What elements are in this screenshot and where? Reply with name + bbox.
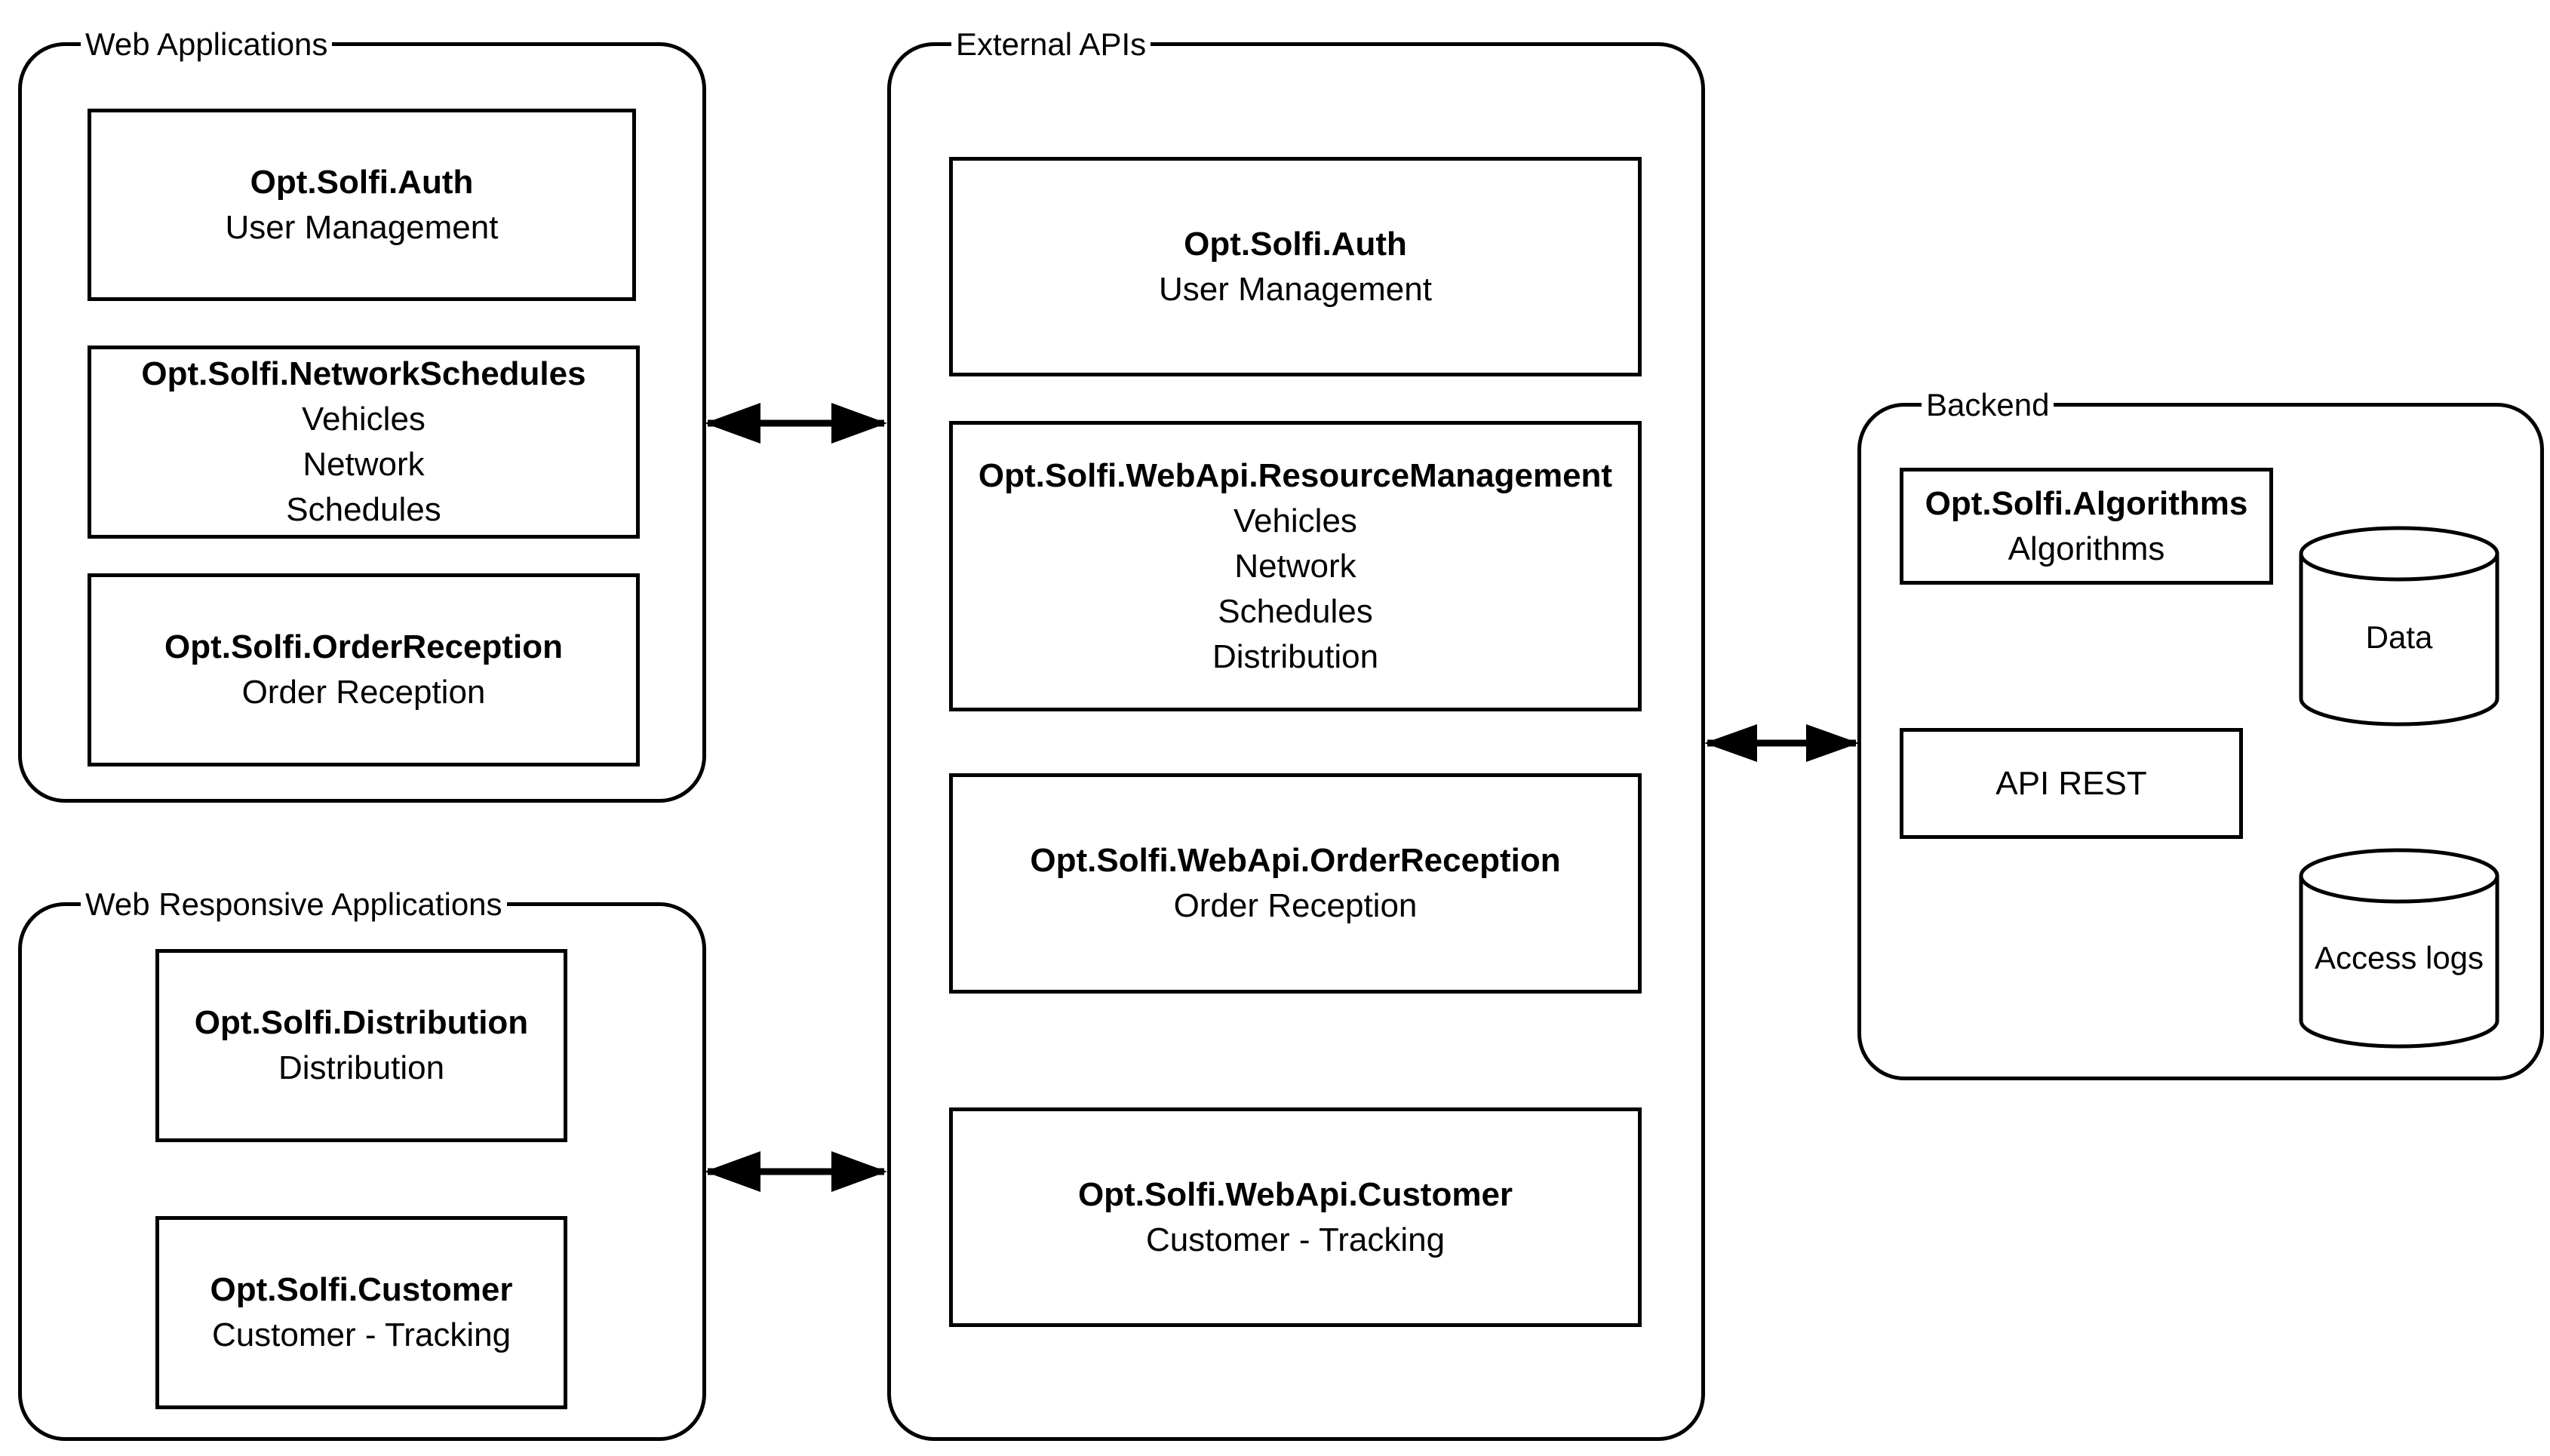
box-line: Schedules bbox=[1218, 592, 1373, 630]
external-api-resource-management-box: Opt.Solfi.WebApi.ResourceManagement Vehi… bbox=[949, 421, 1642, 711]
external-api-auth-box: Opt.Solfi.Auth User Management bbox=[949, 157, 1642, 376]
box-title: Opt.Solfi.Customer bbox=[210, 1271, 513, 1308]
box-title: Opt.Solfi.Auth bbox=[250, 163, 474, 201]
box-line: Distribution bbox=[1212, 637, 1379, 675]
box-line: User Management bbox=[225, 208, 499, 246]
backend-api-rest-box: API REST bbox=[1900, 728, 2243, 839]
group-label-backend: Backend bbox=[1922, 386, 2054, 424]
box-line: Distribution bbox=[278, 1049, 445, 1086]
box-title: Opt.Solfi.Distribution bbox=[194, 1004, 529, 1041]
arrow-webapps-externalapis bbox=[705, 403, 887, 444]
box-line: Vehicles bbox=[1234, 502, 1357, 539]
web-app-order-reception-box: Opt.Solfi.OrderReception Order Reception bbox=[88, 573, 640, 766]
external-api-order-reception-box: Opt.Solfi.WebApi.OrderReception Order Re… bbox=[949, 773, 1642, 994]
data-store-label: Data bbox=[2365, 619, 2433, 655]
arrow-webresponsive-externalapis bbox=[705, 1151, 887, 1192]
box-line: User Management bbox=[1159, 270, 1432, 308]
box-title: Opt.Solfi.OrderReception bbox=[164, 628, 564, 665]
box-line: Network bbox=[303, 446, 425, 483]
web-responsive-distribution-box: Opt.Solfi.Distribution Distribution bbox=[155, 949, 567, 1142]
box-title: Opt.Solfi.Algorithms bbox=[1925, 484, 2248, 522]
web-responsive-customer-box: Opt.Solfi.Customer Customer - Tracking bbox=[155, 1216, 567, 1409]
box-title: Opt.Solfi.WebApi.ResourceManagement bbox=[978, 456, 1613, 494]
box-line: Schedules bbox=[286, 491, 441, 528]
box-title: Opt.Solfi.WebApi.OrderReception bbox=[1030, 842, 1561, 879]
box-line: Network bbox=[1234, 547, 1356, 585]
arrow-externalapis-backend bbox=[1704, 724, 1859, 762]
web-app-network-schedules-box: Opt.Solfi.NetworkSchedules Vehicles Netw… bbox=[88, 346, 640, 539]
box-title: Opt.Solfi.Auth bbox=[1184, 225, 1407, 263]
box-title: Opt.Solfi.NetworkSchedules bbox=[141, 355, 586, 392]
group-label-external-apis: External APIs bbox=[951, 26, 1151, 63]
box-line: Customer - Tracking bbox=[1145, 1221, 1446, 1258]
box-line: Vehicles bbox=[302, 401, 426, 438]
web-app-auth-box: Opt.Solfi.Auth User Management bbox=[88, 109, 636, 301]
backend-algorithms-box: Opt.Solfi.Algorithms Algorithms bbox=[1900, 468, 2273, 585]
group-label-web-applications: Web Applications bbox=[81, 26, 333, 63]
api-rest-label: API REST bbox=[1995, 764, 2147, 802]
box-line: Algorithms bbox=[2008, 530, 2165, 567]
group-label-web-responsive: Web Responsive Applications bbox=[81, 886, 507, 923]
box-line: Order Reception bbox=[241, 674, 486, 711]
data-store-icon bbox=[2299, 526, 2499, 726]
external-api-customer-box: Opt.Solfi.WebApi.Customer Customer - Tra… bbox=[949, 1107, 1642, 1327]
box-line: Customer - Tracking bbox=[211, 1316, 512, 1353]
box-title: Opt.Solfi.WebApi.Customer bbox=[1077, 1175, 1513, 1213]
access-logs-store-label: Access logs bbox=[2314, 940, 2484, 975]
access-logs-store-icon bbox=[2299, 848, 2499, 1049]
box-line: Order Reception bbox=[1173, 887, 1418, 924]
